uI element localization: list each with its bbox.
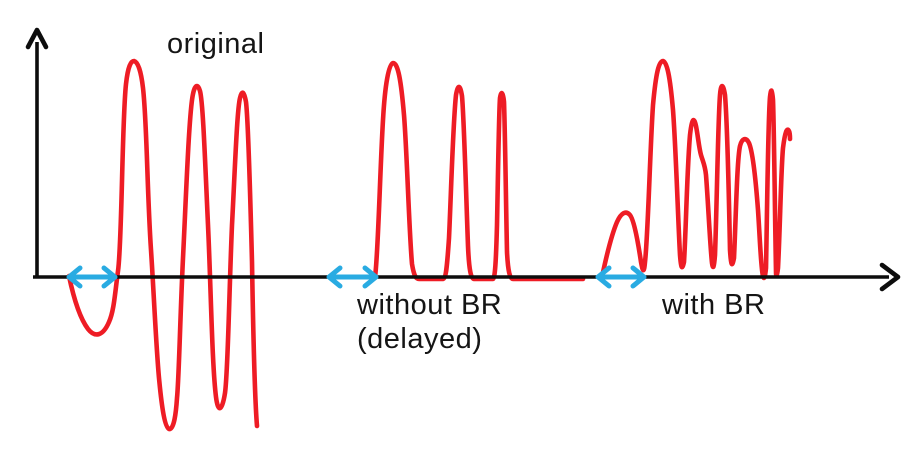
label-without-br: without BR (delayed) (357, 288, 502, 356)
waveform-with-br (599, 58, 793, 281)
delay-arrow-with-br-icon (595, 265, 647, 289)
waveform-without-br (372, 60, 586, 282)
x-axis-arrowhead-icon (879, 262, 901, 292)
delay-arrow-original-icon (66, 265, 118, 289)
label-without-br-line2: (delayed) (357, 323, 483, 355)
label-original: original (167, 28, 265, 60)
label-without-br-line1: without BR (357, 289, 503, 321)
waveform-original (66, 58, 260, 432)
y-axis-arrowhead-icon (25, 27, 49, 50)
label-with-br: with BR (662, 289, 766, 321)
delay-arrow-without-br-icon (326, 265, 379, 289)
